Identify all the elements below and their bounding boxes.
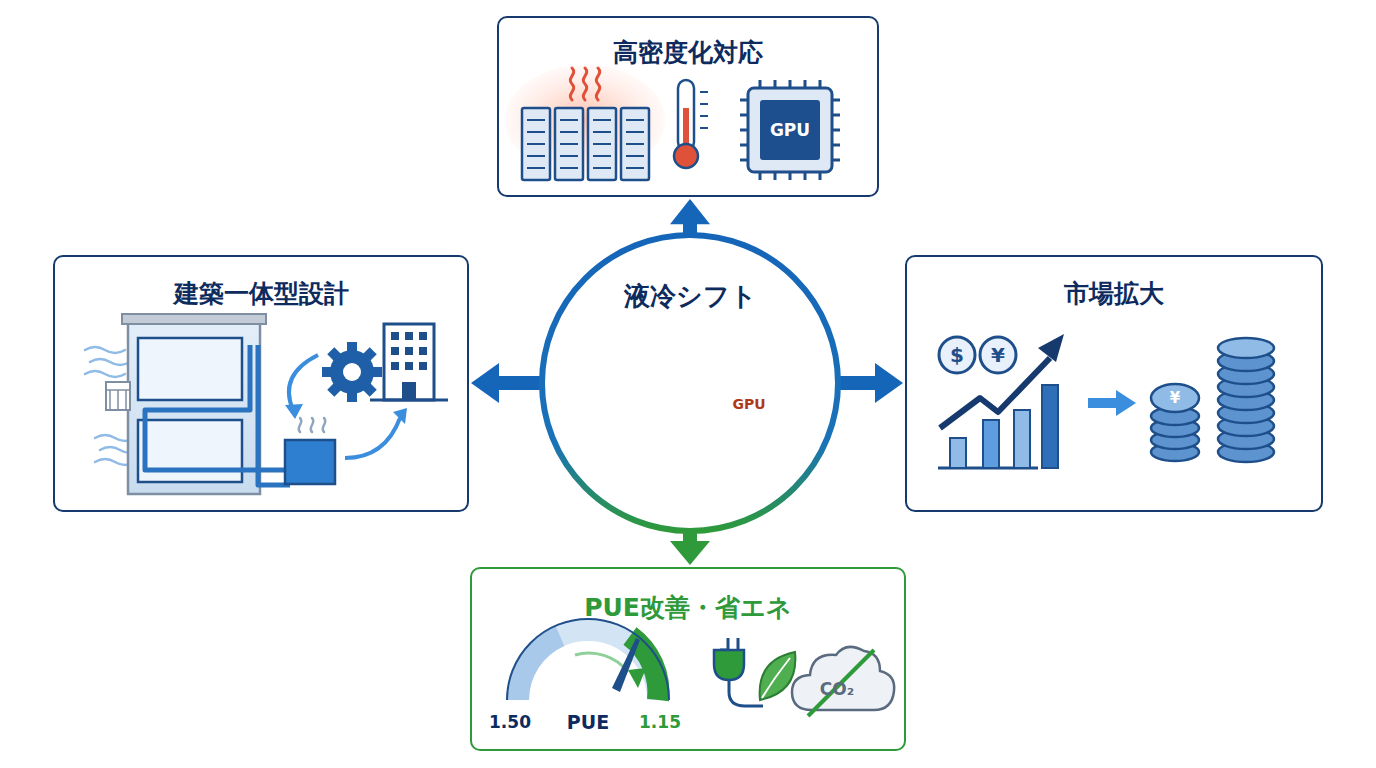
- topic-box: 市場拡大: [905, 255, 1323, 512]
- market-growth: [938, 334, 1274, 468]
- node-title: 市場拡大: [907, 277, 1321, 310]
- node-title: 液冷シフト: [538, 279, 842, 314]
- hot-servers: [505, 65, 665, 180]
- node-title: 建築一体型設計: [55, 277, 467, 310]
- center-circle: 液冷シフト: [538, 231, 842, 535]
- icon-label: GPU: [732, 397, 765, 411]
- flow-arrow: [471, 363, 548, 403]
- icon-label: CO₂: [820, 681, 854, 698]
- plug-leaf: [714, 638, 795, 706]
- icon-label: GPU: [770, 122, 810, 139]
- icon-label: $: [950, 345, 964, 365]
- icon-label: 1.15: [639, 714, 681, 731]
- topic-box: PUE改善・省エネ: [470, 567, 906, 751]
- box-grounds: [53, 16, 1323, 751]
- circle-outline: [538, 231, 842, 535]
- thermometer: [674, 80, 708, 168]
- gpu-chip: [740, 80, 840, 180]
- icon-label: PUE: [567, 713, 609, 732]
- pue-gauge: [507, 619, 669, 700]
- topic-box: 建築一体型設計: [53, 255, 469, 512]
- icon-label: 1.50: [489, 714, 531, 731]
- co2-cloud: [792, 647, 894, 716]
- flow-arrow: [832, 363, 903, 403]
- icon-label: ¥: [1170, 391, 1180, 406]
- node-title: 高密度化対応: [499, 36, 877, 69]
- icon-label: ¥: [991, 345, 1005, 365]
- building-cooling: [85, 314, 448, 494]
- node-title: PUE改善・省エネ: [472, 591, 904, 624]
- topic-box: 高密度化対応: [497, 16, 879, 197]
